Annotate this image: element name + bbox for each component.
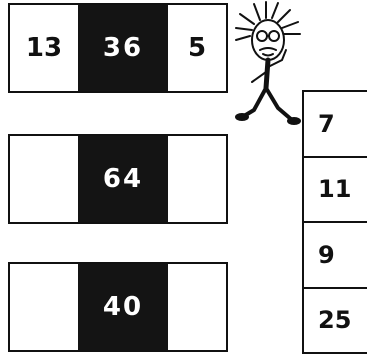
row3-right-blank[interactable] [168,264,226,350]
choice-number[interactable]: 9 [304,223,367,289]
choice-number[interactable]: 11 [304,158,367,224]
scientist-mascot-icon [230,0,310,130]
row1-center-number: 36 [78,5,168,91]
row1-left-number[interactable]: 13 [10,5,78,91]
puzzle-row-3: 40 [8,262,228,352]
row3-center-number: 40 [78,264,168,350]
row2-left-blank[interactable] [10,136,78,222]
choice-number[interactable]: 25 [304,289,367,353]
puzzle-row-1: 13 36 5 [8,3,228,93]
choice-number[interactable]: 7 [304,92,367,158]
row3-left-blank[interactable] [10,264,78,350]
number-choices-column: 7 11 9 25 [302,90,367,354]
puzzle-row-2: 64 [8,134,228,224]
row2-center-number: 64 [78,136,168,222]
row1-right-number[interactable]: 5 [168,5,226,91]
row2-right-blank[interactable] [168,136,226,222]
